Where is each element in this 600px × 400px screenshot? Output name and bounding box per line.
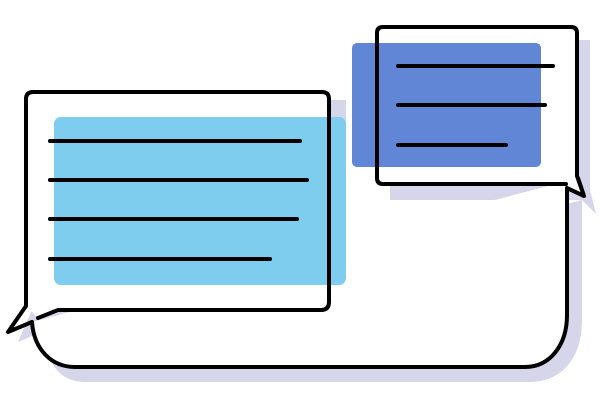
- right-speech-bubble: [352, 25, 586, 198]
- left-speech-bubble: [6, 90, 346, 334]
- right-text-lines: [396, 64, 555, 147]
- left-bubble-fill: [54, 117, 346, 285]
- left-text-lines: [48, 139, 309, 261]
